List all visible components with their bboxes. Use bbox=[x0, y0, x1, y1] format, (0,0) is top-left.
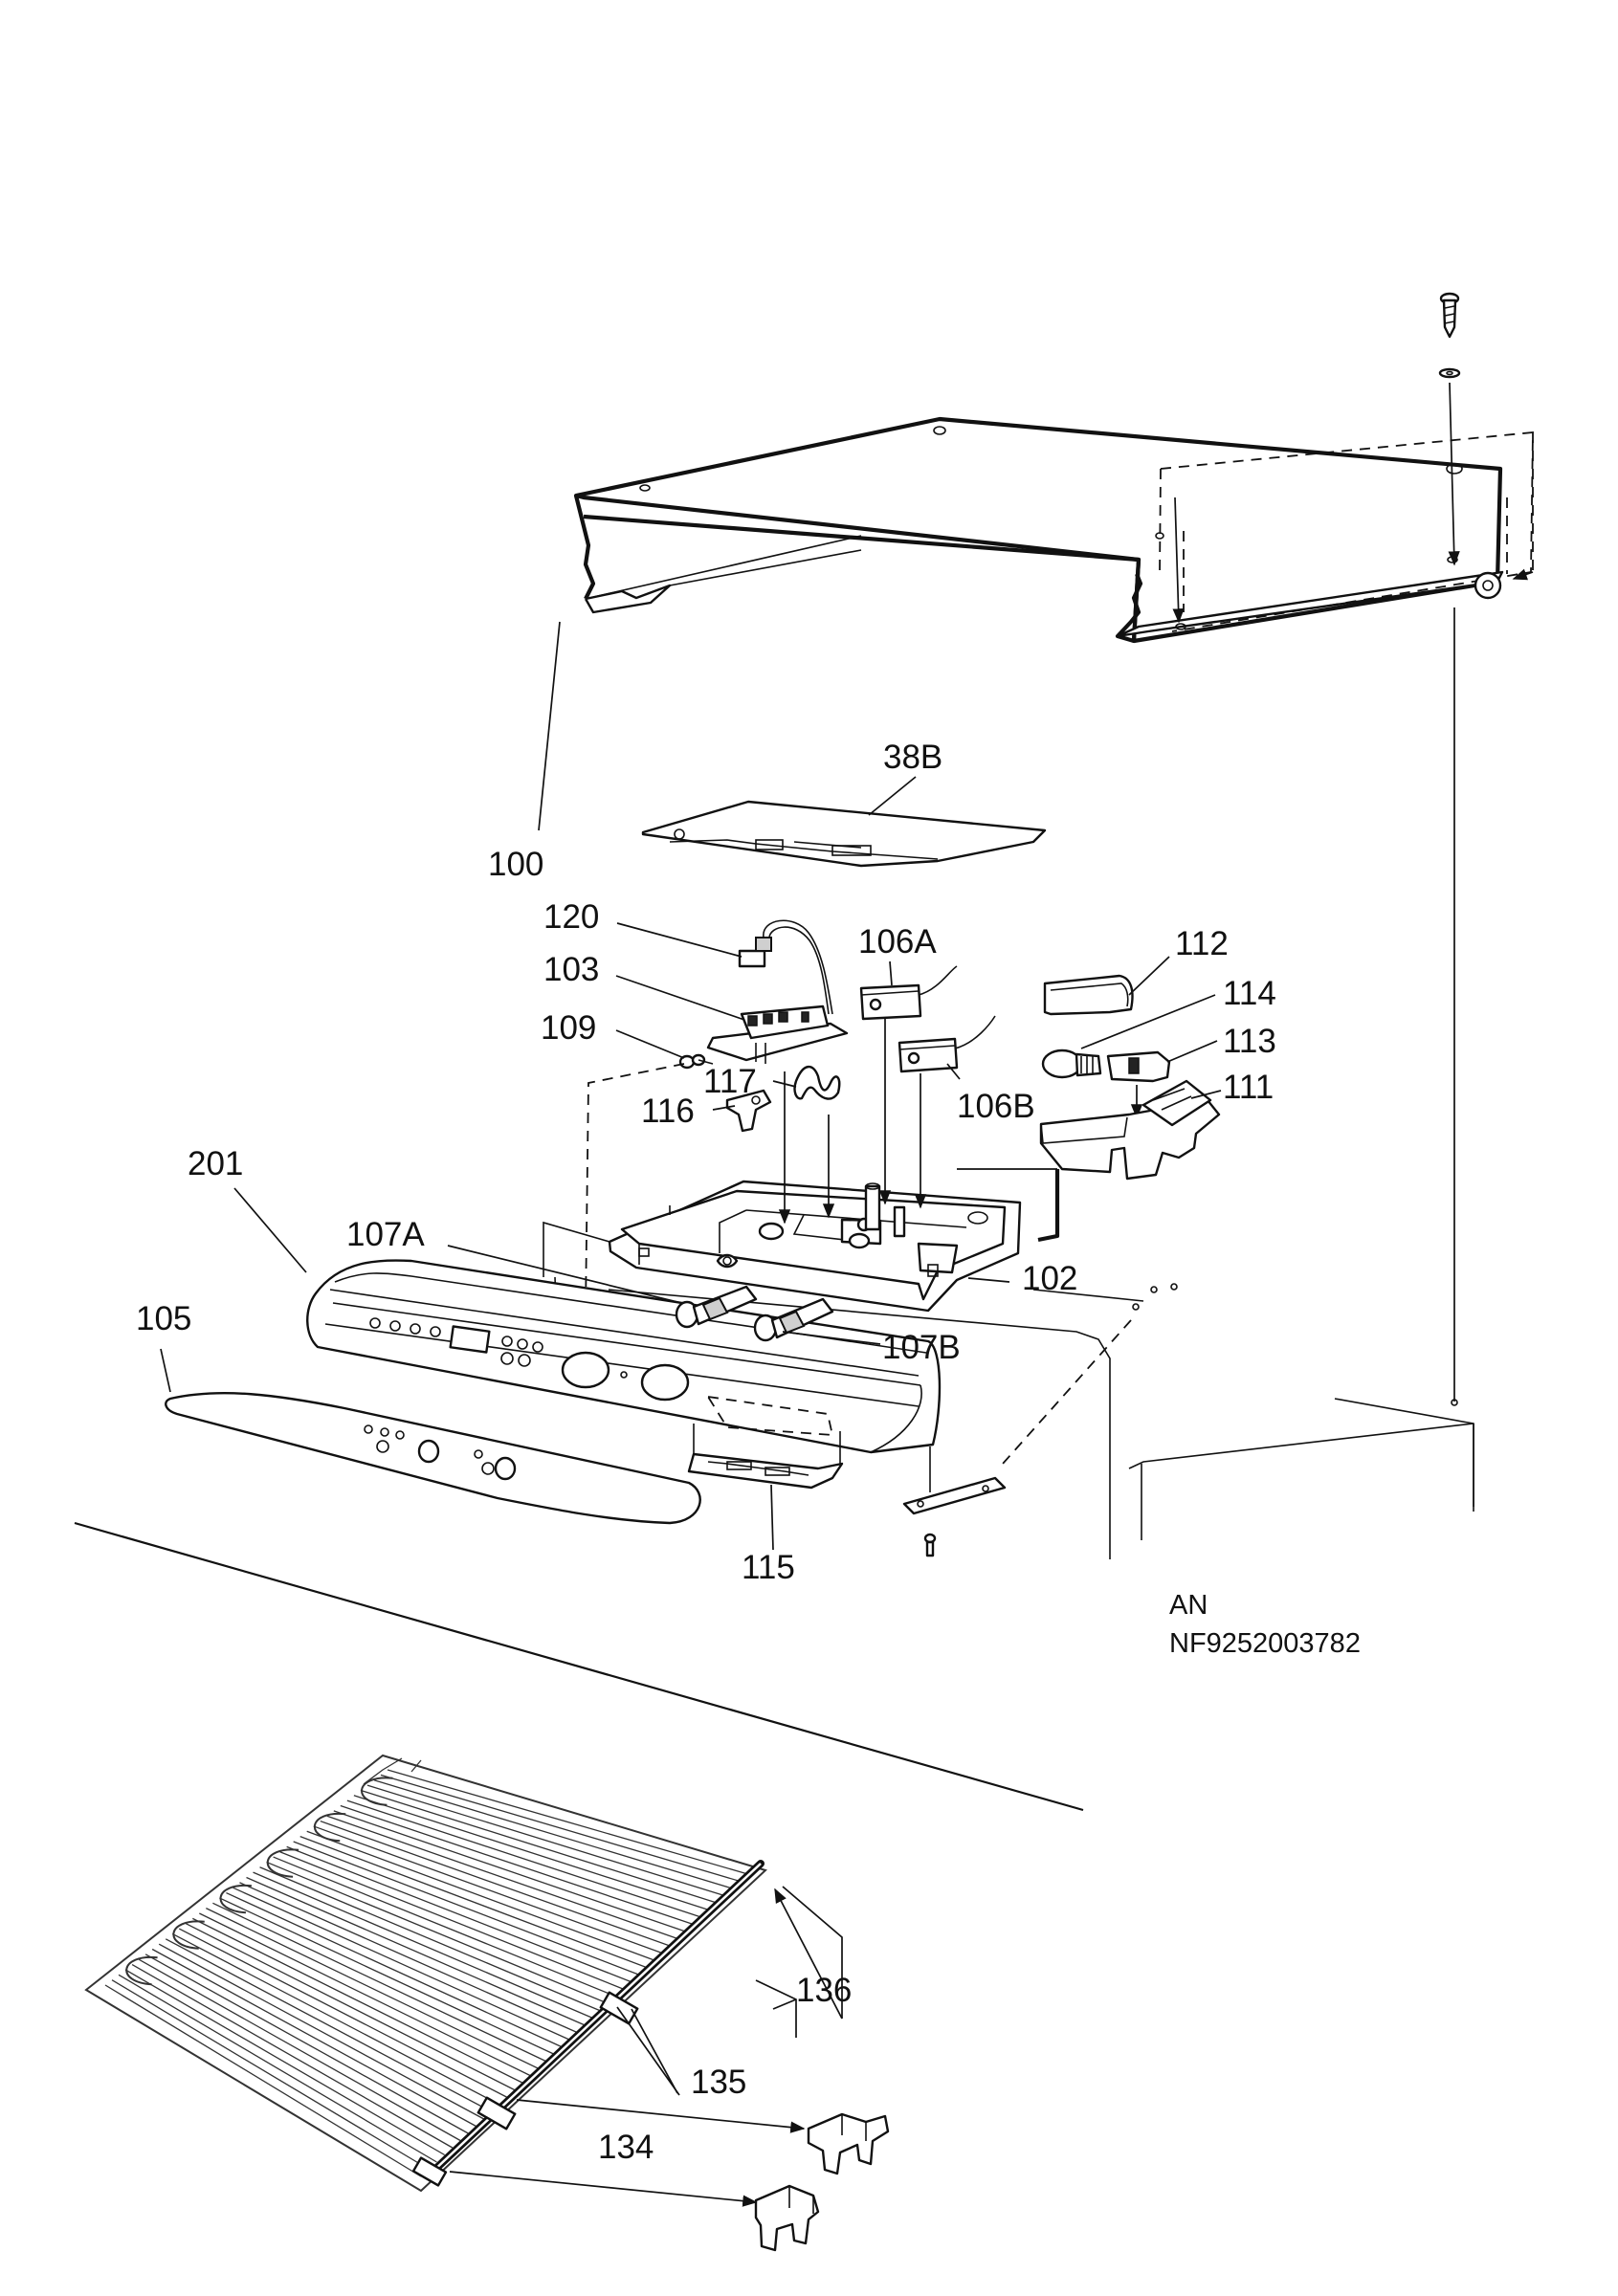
screw bbox=[1172, 292, 1461, 624]
doc-code-line1: AN bbox=[1169, 1590, 1208, 1621]
control-board-103 bbox=[706, 1004, 849, 1064]
section-divider bbox=[74, 1521, 1084, 1812]
document-code: AN NF9252003782 bbox=[1169, 1590, 1361, 1659]
base-housing-102 bbox=[608, 1180, 1022, 1313]
label-116: 116 bbox=[641, 1093, 695, 1130]
label-114: 114 bbox=[1223, 975, 1276, 1012]
sensor-117 bbox=[793, 1065, 841, 1100]
knob-116 bbox=[725, 1089, 772, 1133]
cabinet bbox=[543, 1221, 1474, 1559]
label-135: 135 bbox=[691, 2064, 746, 2101]
label-106B: 106B bbox=[957, 1088, 1035, 1125]
top-cover-100 bbox=[573, 416, 1534, 644]
label-112: 112 bbox=[1175, 925, 1229, 962]
relay-106A bbox=[859, 965, 958, 1021]
label-136: 136 bbox=[796, 1972, 852, 2009]
part-labels: 38B 100 120 103 109 117 116 106A 106B 11… bbox=[136, 739, 1276, 2166]
knob-107B bbox=[753, 1297, 834, 1342]
doc-code-line2: NF9252003782 bbox=[1169, 1628, 1361, 1659]
relay-106B bbox=[898, 1015, 996, 1073]
label-120: 120 bbox=[543, 898, 599, 936]
evaporator-coil bbox=[84, 1754, 767, 2193]
wire-harness-120 bbox=[738, 919, 833, 1015]
clip-134 bbox=[754, 2184, 820, 2252]
label-103: 103 bbox=[543, 951, 599, 988]
panel-38B bbox=[641, 800, 1047, 868]
label-134: 134 bbox=[598, 2129, 654, 2166]
label-115: 115 bbox=[742, 1549, 795, 1586]
lamp-housing-111 bbox=[1039, 1079, 1221, 1181]
label-100: 100 bbox=[488, 846, 543, 883]
label-201: 201 bbox=[188, 1145, 243, 1182]
label-38B: 38B bbox=[883, 739, 942, 776]
label-109: 109 bbox=[541, 1009, 596, 1047]
bulb-114 bbox=[1041, 1049, 1102, 1079]
decor-strip-105 bbox=[165, 1391, 701, 1525]
label-102: 102 bbox=[1022, 1260, 1077, 1297]
label-111: 111 bbox=[1223, 1069, 1274, 1106]
label-117: 117 bbox=[703, 1063, 757, 1100]
label-105: 105 bbox=[136, 1300, 191, 1337]
label-113: 113 bbox=[1223, 1023, 1276, 1060]
control-panel-201 bbox=[306, 1259, 942, 1454]
label-106A: 106A bbox=[858, 923, 937, 960]
leader-lines bbox=[160, 621, 1222, 2207]
label-107B: 107B bbox=[882, 1329, 961, 1366]
knob-107A bbox=[675, 1285, 758, 1329]
label-107A: 107A bbox=[346, 1216, 425, 1253]
hinge-strip bbox=[902, 1319, 1132, 1557]
clip-135 bbox=[807, 2112, 890, 2175]
filter-115 bbox=[687, 1424, 844, 1490]
assembly-arrows bbox=[778, 1019, 1057, 1225]
lamp-cover-112 bbox=[1043, 974, 1134, 1016]
